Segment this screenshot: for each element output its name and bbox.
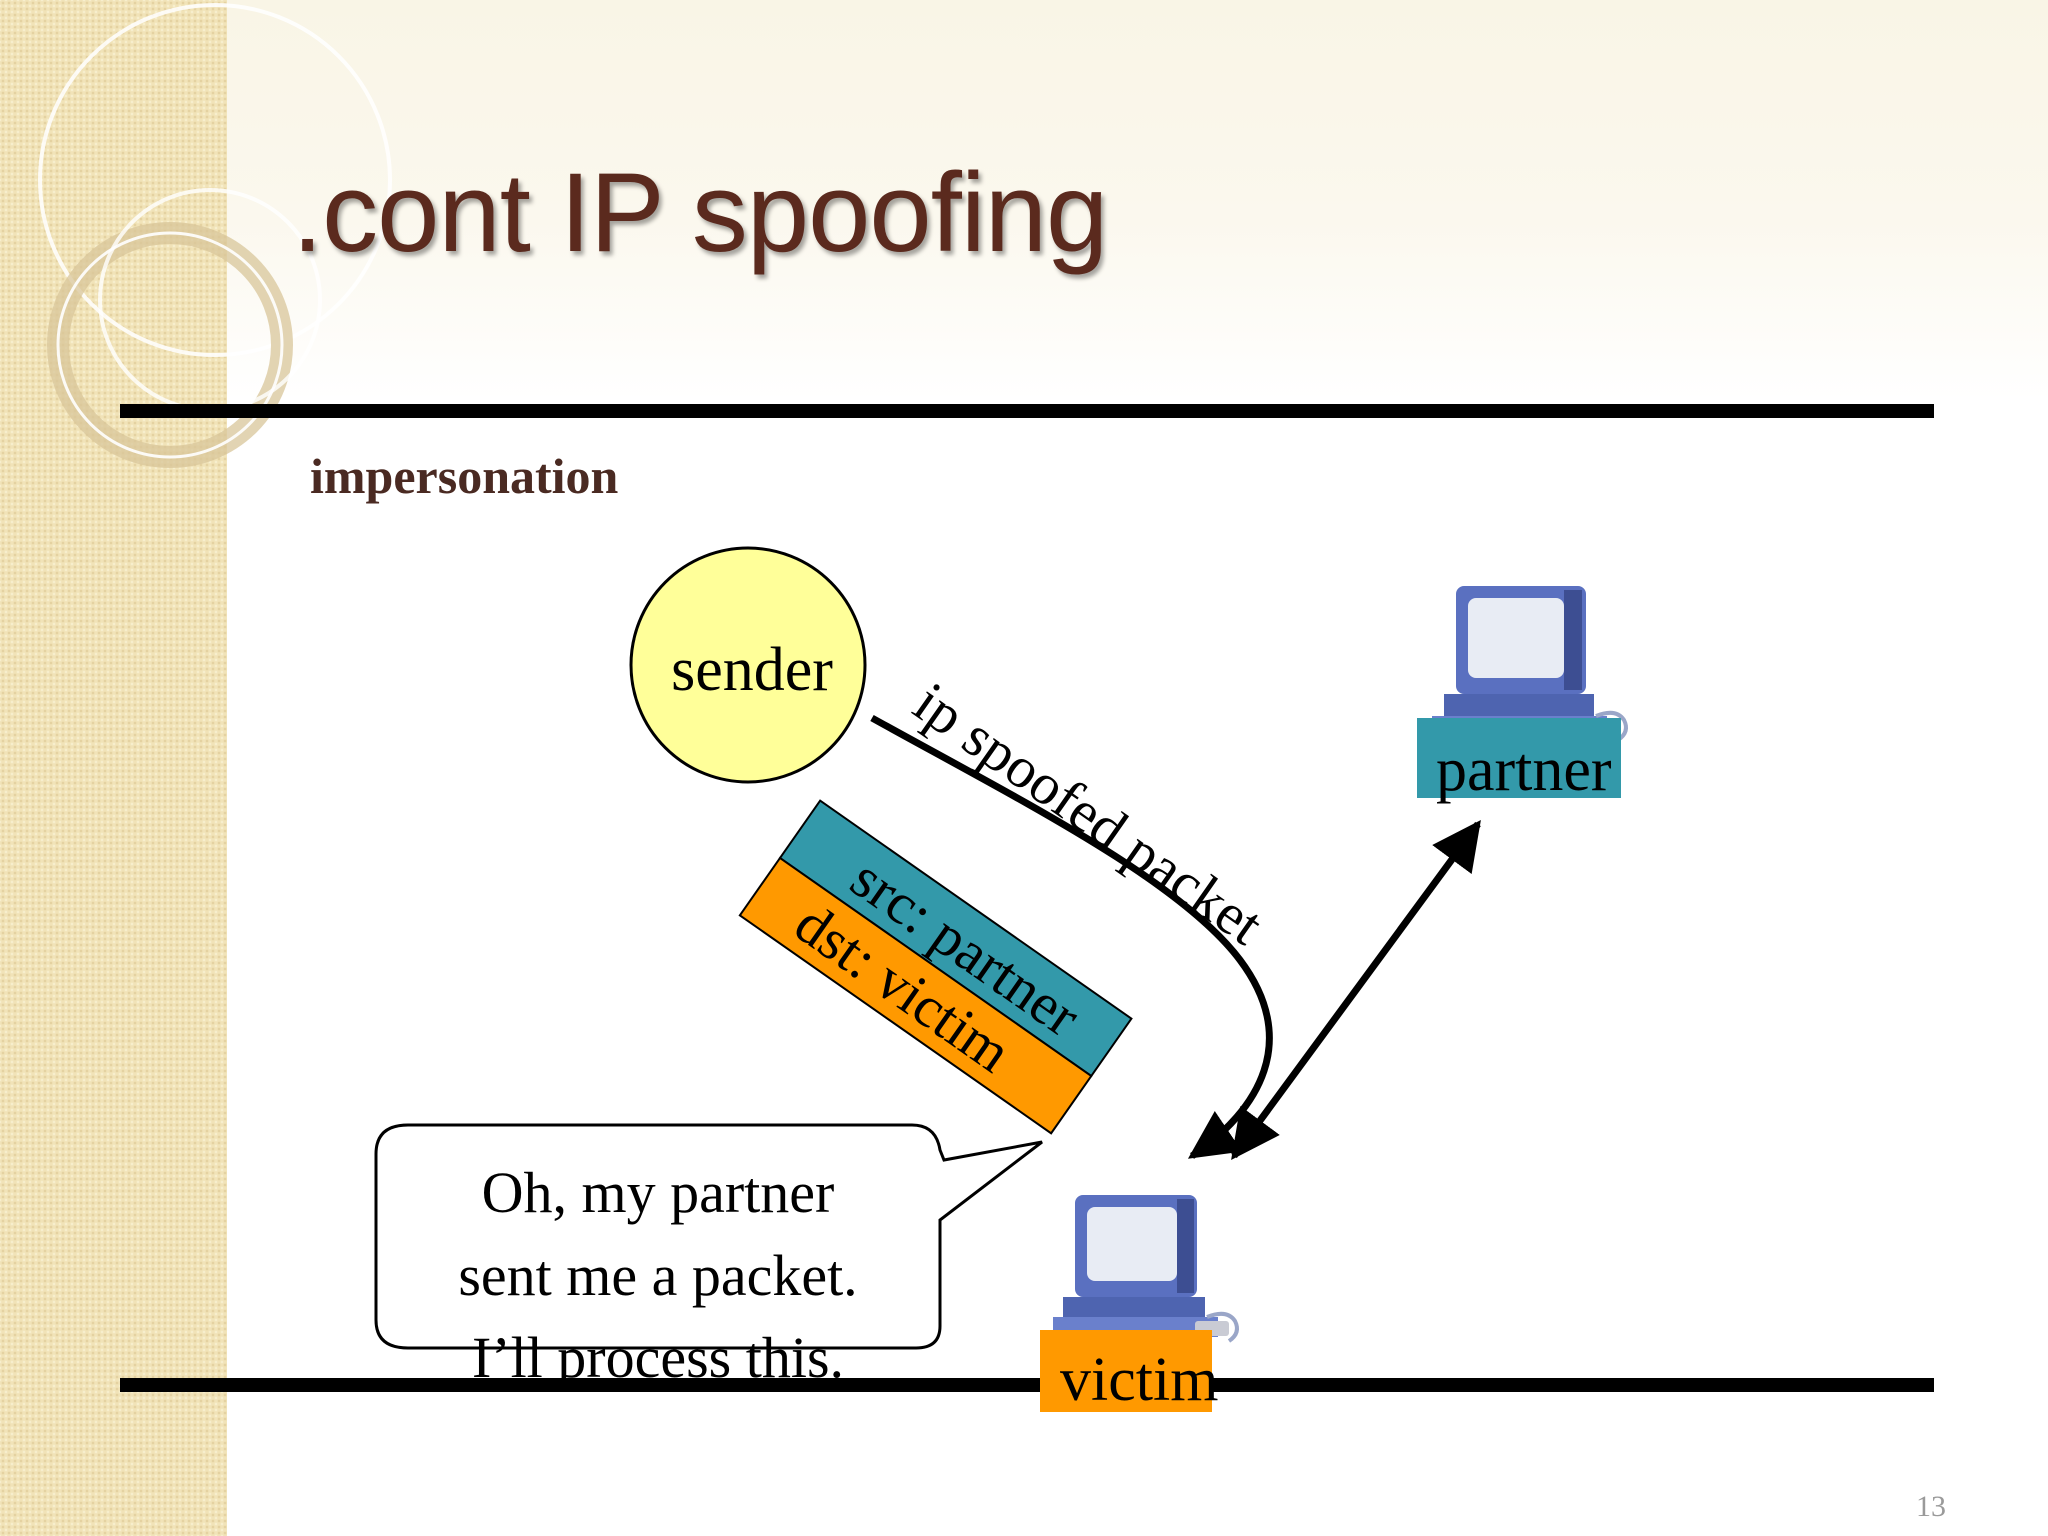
- partner-victim-link: [1231, 820, 1481, 1160]
- speech-line-1: Oh, my partner: [482, 1160, 835, 1225]
- speech-bubble: [374, 1123, 1043, 1350]
- victim-computer-icon: [1053, 1195, 1239, 1343]
- partner-computer-icon: [1432, 586, 1628, 742]
- speech-line-3: I’ll process this.: [472, 1325, 844, 1390]
- speech-line-2: sent me a packet.: [458, 1243, 857, 1308]
- slide-title: .cont IP spoofing: [292, 150, 1108, 275]
- packet-header: src: partner dst: victim: [738, 799, 1133, 1135]
- sender-node: sender: [629, 546, 867, 784]
- partner-label: partner: [1436, 736, 1612, 804]
- victim-label-box: [1040, 1330, 1212, 1412]
- sender-label: sender: [671, 636, 833, 704]
- victim-label: victim: [1060, 1346, 1218, 1414]
- header-gradient: [227, 0, 2048, 400]
- bottom-rule: [120, 1378, 1934, 1392]
- decorative-circles: [38, 3, 392, 468]
- top-rule: [120, 404, 1934, 418]
- partner-label-box: [1417, 718, 1621, 798]
- page-number: 13: [1916, 1490, 1946, 1523]
- slide-subtitle: impersonation: [310, 448, 619, 504]
- packet-dst-box: [738, 856, 1093, 1135]
